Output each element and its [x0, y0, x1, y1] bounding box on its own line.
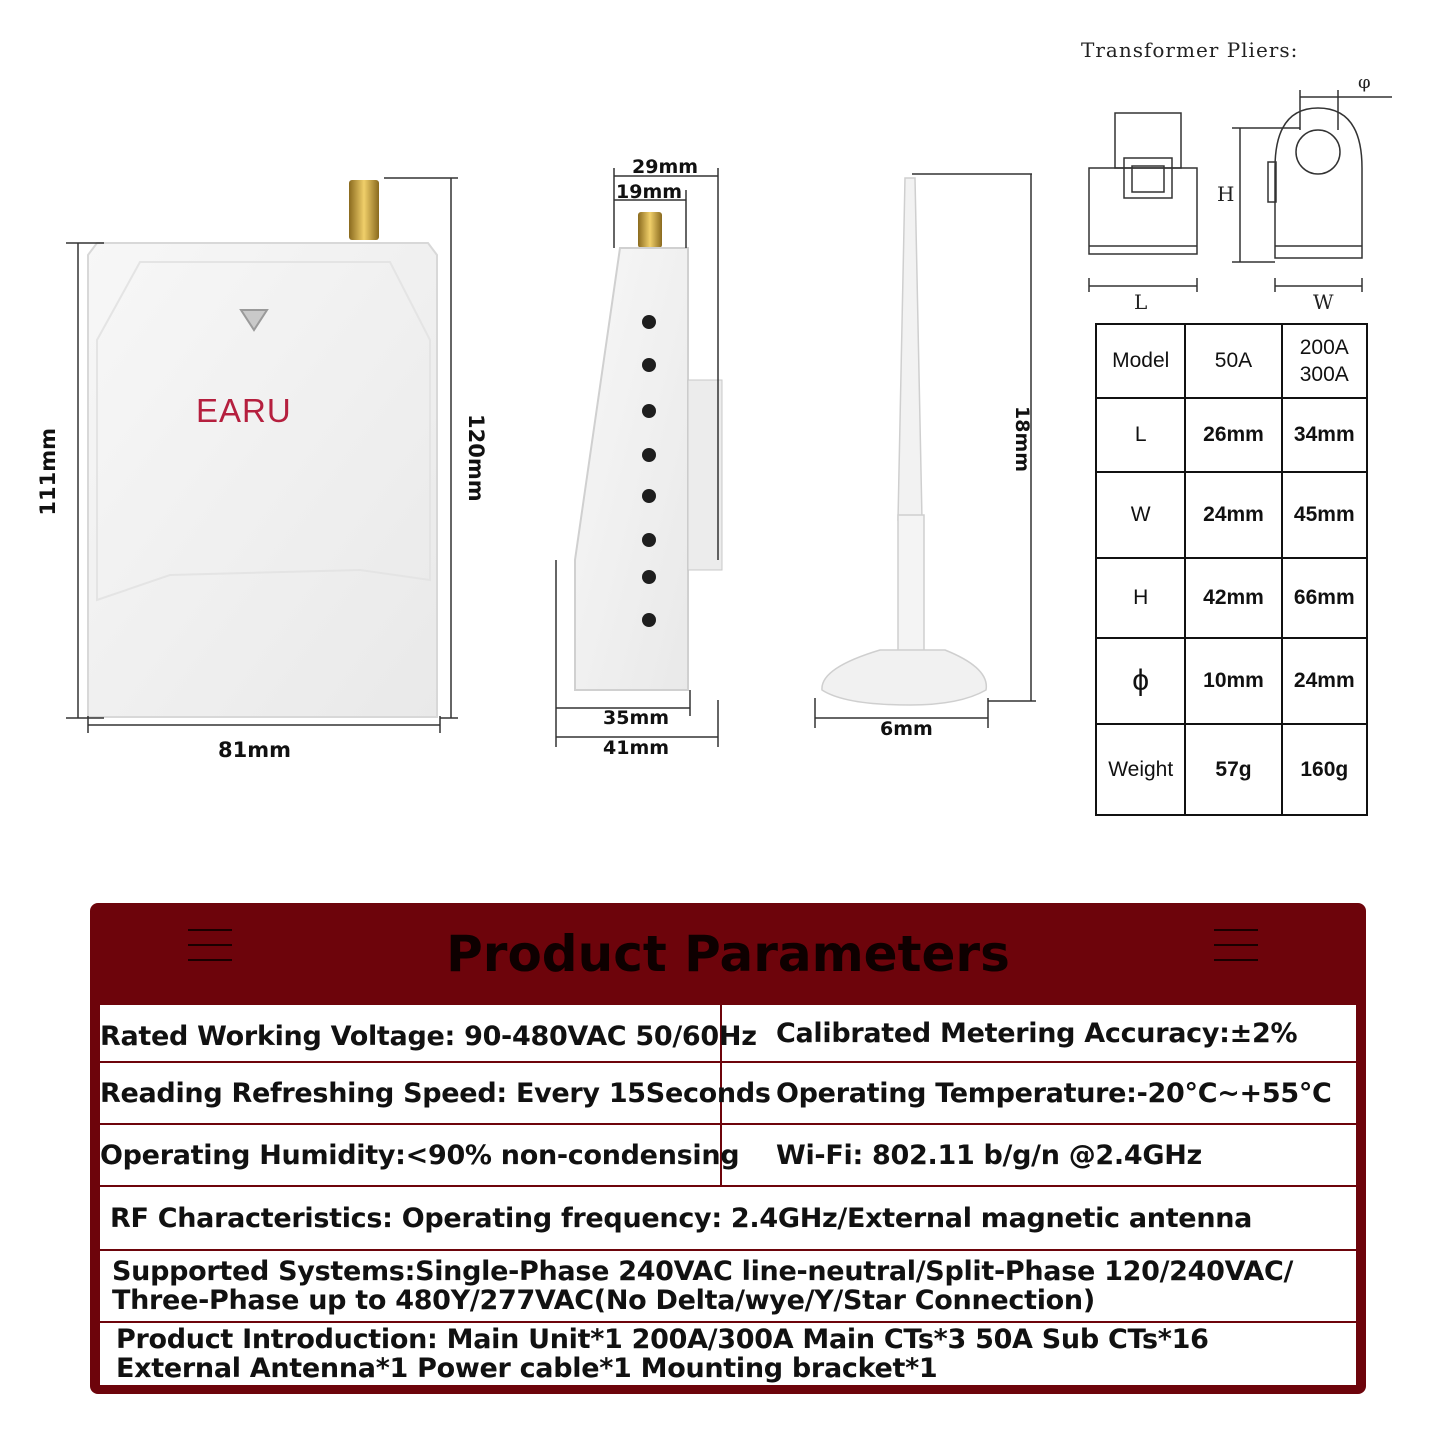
param-row: Operating Humidity:<90% non-condensing W…: [100, 1125, 1356, 1187]
pliers-w-label: W: [1313, 290, 1334, 314]
antenna-dim-18: 18mm: [1011, 406, 1033, 473]
side-dim-19: 19mm: [616, 181, 683, 203]
pliers-h-label: H: [1217, 182, 1235, 206]
table-cell: Weight: [1094, 723, 1187, 816]
decorative-lines-left: [188, 929, 232, 974]
pliers-l-label: L: [1134, 290, 1148, 314]
param-row: Product Introduction: Main Unit*1 200A/3…: [100, 1323, 1356, 1385]
main-unit-front-view: [87, 180, 438, 718]
dimension-drawings: [66, 90, 1392, 747]
brand-logo: EARU: [196, 392, 292, 429]
param-row: Supported Systems:Single-Phase 240VAC li…: [100, 1251, 1356, 1323]
param-cell: Product Introduction: Main Unit*1 200A/3…: [116, 1323, 1209, 1385]
param-cell: Rated Working Voltage: 90-480VAC 50/60Hz: [100, 1005, 757, 1061]
side-dim-41: 41mm: [603, 737, 670, 759]
decorative-lines-right: [1214, 929, 1258, 974]
param-row: Reading Refreshing Speed: Every 15Second…: [100, 1063, 1356, 1125]
side-view-dimension-lines: [555, 168, 719, 747]
table-cell: 50A: [1184, 323, 1283, 399]
table-cell: 10mm: [1184, 637, 1283, 725]
table-cell: 57g: [1184, 723, 1283, 816]
pliers-title: Transformer Pliers:: [1081, 38, 1299, 62]
transformer-spec-table: Model 50A 200A 300A L 26mm 34mm W 24mm 4…: [1094, 323, 1369, 816]
table-cell: 66mm: [1280, 557, 1369, 639]
param-cell: Reading Refreshing Speed: Every 15Second…: [100, 1063, 771, 1123]
param-line: External Antenna*1 Power cable*1 Mountin…: [116, 1353, 938, 1384]
product-parameters-panel: Product Parameters Rated Working Voltage…: [90, 903, 1366, 1394]
table-cell: 200A 300A: [1280, 323, 1369, 399]
height-dim-120: 120mm: [464, 414, 488, 502]
pliers-phi-label: φ: [1358, 72, 1371, 93]
table-cell: 160g: [1280, 723, 1369, 816]
table-cell: 34mm: [1280, 397, 1369, 473]
table-cell: 24mm: [1184, 471, 1283, 559]
panel-title: Product Parameters: [446, 925, 1010, 983]
width-dim-81: 81mm: [218, 738, 291, 762]
table-cell: Model: [1094, 323, 1187, 399]
table-row: ϕ 10mm 24mm: [1094, 637, 1369, 725]
param-row: Rated Working Voltage: 90-480VAC 50/60Hz…: [100, 1005, 1356, 1063]
table-cell: W: [1094, 471, 1187, 559]
antenna-dimension-lines: [814, 173, 1036, 728]
main-unit-side-view: [574, 212, 723, 691]
side-dim-35: 35mm: [603, 707, 670, 729]
table-cell: L: [1094, 397, 1187, 473]
param-cell: Supported Systems:Single-Phase 240VAC li…: [112, 1251, 1293, 1321]
table-cell: H: [1094, 557, 1187, 639]
led-indicator: [239, 309, 269, 332]
param-row: RF Characteristics: Operating frequency:…: [100, 1187, 1356, 1251]
side-dim-29: 29mm: [632, 156, 699, 178]
parameters-grid: Rated Working Voltage: 90-480VAC 50/60Hz…: [100, 1005, 1356, 1385]
height-dim-111: 111mm: [36, 428, 60, 516]
table-row: L 26mm 34mm: [1094, 397, 1369, 473]
param-cell: Wi-Fi: 802.11 b/g/n @2.4GHz: [776, 1139, 1202, 1171]
param-cell: Calibrated Metering Accuracy:±2%: [776, 1017, 1298, 1049]
antenna-dim-6: 6mm: [880, 718, 933, 740]
param-line: Supported Systems:Single-Phase 240VAC li…: [112, 1256, 1294, 1287]
param-cell: Operating Temperature:-20°C~+55°C: [776, 1077, 1332, 1109]
param-cell: RF Characteristics: Operating frequency:…: [110, 1202, 1253, 1234]
main-unit-dimension-lines: [66, 177, 458, 733]
table-row: Weight 57g 160g: [1094, 723, 1369, 816]
param-line: Product Introduction: Main Unit*1 200A/3…: [116, 1324, 1209, 1355]
table-cell: ϕ: [1094, 637, 1187, 725]
transformer-pliers-drawing: [1088, 90, 1392, 292]
table-cell: 42mm: [1184, 557, 1283, 639]
table-cell: 26mm: [1184, 397, 1283, 473]
table-row: H 42mm 66mm: [1094, 557, 1369, 639]
table-cell: 24mm: [1280, 637, 1369, 725]
magnetic-antenna: [821, 177, 988, 706]
table-row: W 24mm 45mm: [1094, 471, 1369, 559]
table-cell: 45mm: [1280, 471, 1369, 559]
param-cell: Operating Humidity:<90% non-condensing: [100, 1125, 740, 1185]
param-line: Three-Phase up to 480Y/277VAC(No Delta/w…: [112, 1285, 1095, 1316]
antenna-connector: [349, 180, 379, 240]
table-row: Model 50A 200A 300A: [1094, 323, 1369, 399]
